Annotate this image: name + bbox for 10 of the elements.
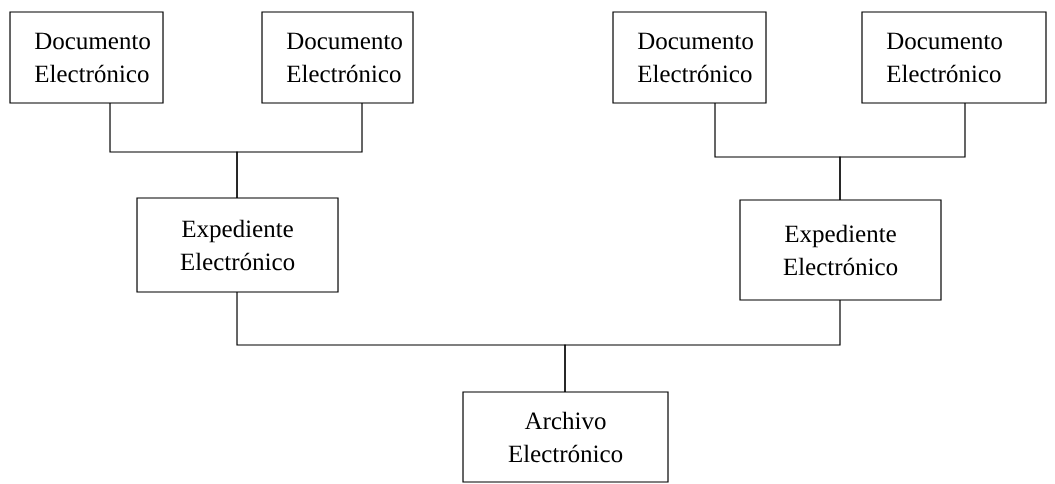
connector-line bbox=[564, 299, 841, 393]
connector-line bbox=[236, 102, 363, 199]
text-box: Archivo Electrónico bbox=[462, 391, 669, 483]
connector-line bbox=[839, 102, 966, 201]
text-box: Expediente Electrónico bbox=[136, 197, 339, 293]
text-box: Documento Electrónico bbox=[612, 11, 767, 104]
text-box: Expediente Electrónico bbox=[739, 199, 942, 301]
text-box: Documento Electrónico bbox=[861, 11, 1047, 104]
text-box: Documento Electrónico bbox=[9, 11, 164, 104]
text-box: Documento Electrónico bbox=[261, 11, 414, 104]
